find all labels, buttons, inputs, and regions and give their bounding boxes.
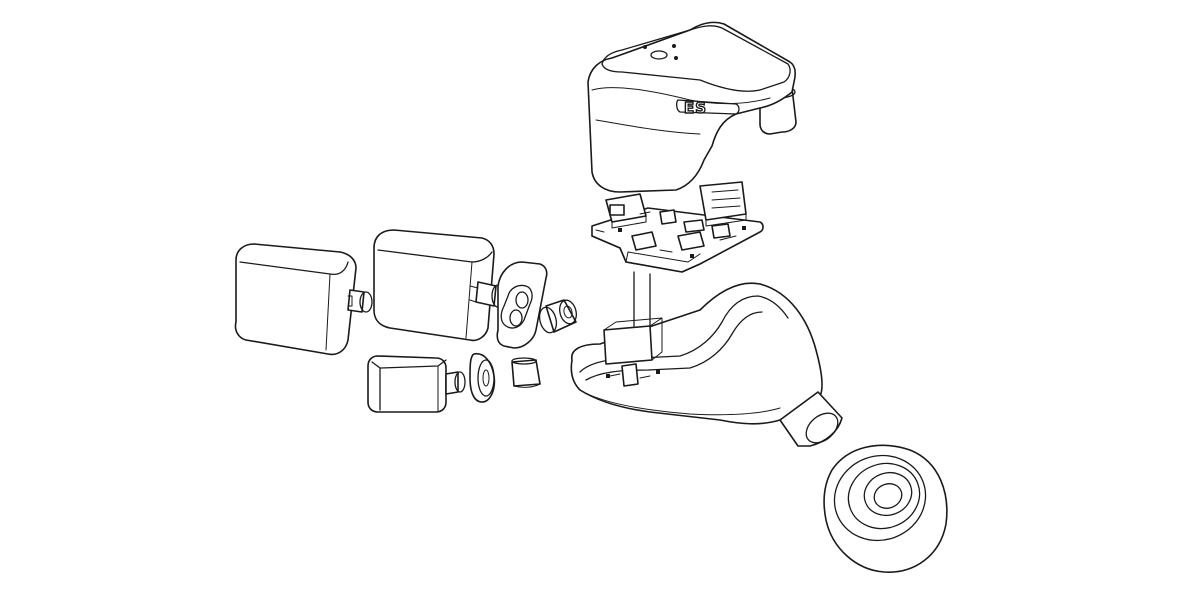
faceplate-shell: ES (587, 21, 797, 193)
sound-tube (538, 299, 577, 334)
driver-module-medium (373, 229, 505, 342)
ear-tip (823, 444, 948, 573)
ear-shell-body (570, 271, 843, 447)
circuit-board (591, 181, 764, 273)
logo-text: ES (684, 99, 707, 117)
damper-tube (511, 357, 541, 388)
gasket-plate (496, 261, 548, 349)
damper-ring (469, 352, 496, 403)
driver-module-small (367, 355, 466, 413)
driver-module-large (234, 243, 373, 356)
